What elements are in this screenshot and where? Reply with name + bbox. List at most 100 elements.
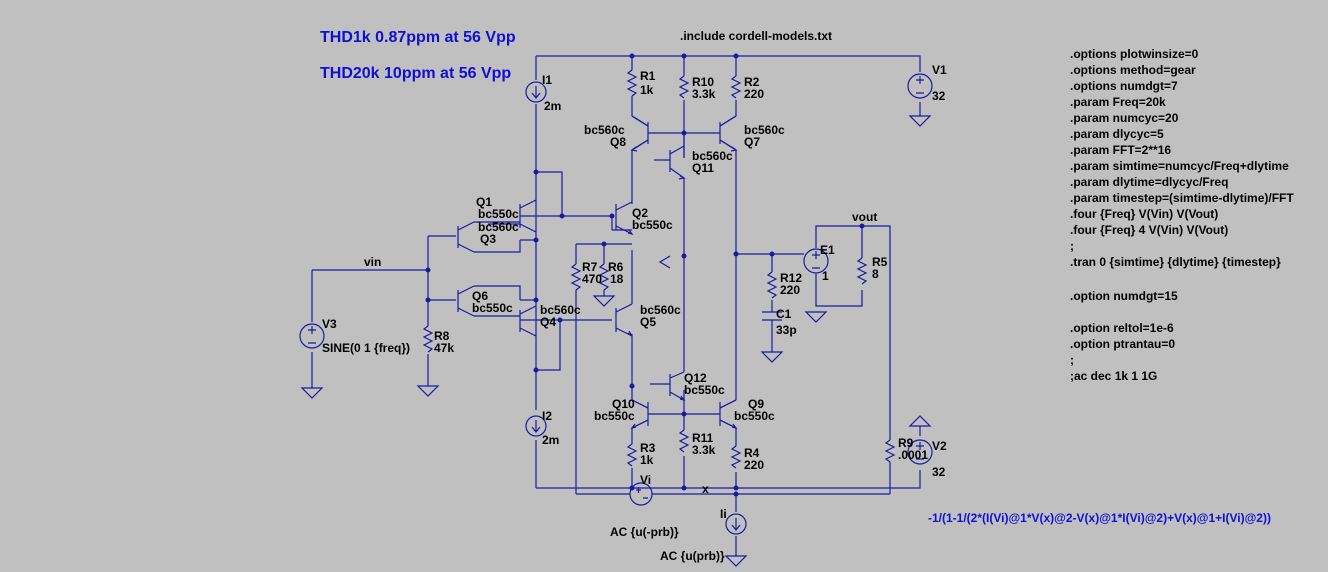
directive-line: .param dlycyc=5 bbox=[1070, 127, 1164, 141]
label-q2-model: bc550c bbox=[632, 218, 673, 232]
label-r7-value: 470 bbox=[582, 272, 602, 286]
transistor-q6 bbox=[457, 285, 521, 317]
label-q5-name: Q5 bbox=[640, 315, 656, 329]
label-i2-value: 2m bbox=[542, 433, 559, 447]
label-q11-model: bc560c bbox=[692, 149, 733, 163]
directive-line: ; bbox=[1070, 353, 1074, 367]
current-source-i2[interactable] bbox=[525, 415, 547, 437]
label-q9-model: bc550c bbox=[734, 409, 775, 423]
transistor-q7 bbox=[719, 115, 738, 152]
label-q10-name: Q10 bbox=[612, 397, 635, 411]
transistor-q2 bbox=[615, 201, 634, 235]
net-label-vout: vout bbox=[852, 210, 877, 224]
resistor-r8 bbox=[422, 325, 434, 353]
label-q11-name: Q11 bbox=[692, 161, 714, 175]
current-source-ii[interactable] bbox=[725, 513, 747, 535]
label-r12-name: R12 bbox=[780, 271, 802, 285]
label-e1-value: 1 bbox=[822, 269, 829, 283]
resistor-r11 bbox=[678, 429, 690, 453]
ground-symbols bbox=[300, 115, 932, 567]
junction-dots bbox=[425, 53, 865, 497]
label-q1-name: Q1 bbox=[476, 195, 492, 209]
label-q7-name: Q7 bbox=[744, 135, 760, 149]
label-r6-value: 18 bbox=[610, 272, 624, 286]
resistor-r5 bbox=[856, 257, 868, 285]
transistor-q9 bbox=[719, 399, 738, 429]
label-q12-model: bc550c bbox=[684, 383, 725, 397]
voltage-source-v1[interactable] bbox=[907, 73, 933, 99]
directive-line: .tran 0 {simtime} {dlytime} {timestep} bbox=[1070, 255, 1281, 269]
resistors[interactable] bbox=[422, 69, 896, 469]
label-q8-model: bc560c bbox=[584, 123, 625, 137]
label-r10-name: R10 bbox=[692, 75, 714, 89]
label-q10-model: bc550c bbox=[594, 409, 635, 423]
directive-line: .option numdgt=15 bbox=[1070, 289, 1178, 303]
transistor-q1 bbox=[519, 199, 537, 233]
loop-gain-expression[interactable]: -1/(1-1/(2*(I(Vi)@1*V(x)@2-V(x)@1*I(Vi)@… bbox=[928, 511, 1271, 525]
current-source-i1[interactable] bbox=[525, 81, 547, 103]
directive-line: ;ac dec 1k 1 1G bbox=[1070, 369, 1157, 383]
directive-line: .param dlytime=dlycyc/Freq bbox=[1070, 175, 1228, 189]
label-r8-name: R8 bbox=[434, 329, 450, 343]
label-v1-name: V1 bbox=[932, 63, 947, 77]
directive-line: .option reltol=1e-6 bbox=[1070, 321, 1174, 335]
directive-line: .options numdgt=7 bbox=[1070, 79, 1178, 93]
label-ii-value: AC {u(prb)} bbox=[660, 549, 725, 563]
label-r7-name: R7 bbox=[582, 260, 598, 274]
label-v3-name: V3 bbox=[322, 317, 337, 331]
label-r5-value: 8 bbox=[872, 267, 879, 281]
label-q6-model: bc550c bbox=[472, 301, 513, 315]
label-r1-name: R1 bbox=[640, 69, 656, 83]
vcvs-e1[interactable] bbox=[803, 248, 829, 274]
directive-line: .options plotwinsize=0 bbox=[1070, 47, 1199, 61]
label-q12-name: Q12 bbox=[684, 371, 707, 385]
label-vi-name: Vi bbox=[640, 473, 651, 487]
voltage-source-v3[interactable] bbox=[299, 323, 325, 349]
label-r4-value: 220 bbox=[744, 458, 764, 472]
label-vi-value: AC {u(-prb)} bbox=[610, 525, 679, 539]
include-directive[interactable]: .include cordell-models.txt bbox=[680, 29, 832, 43]
label-r3-name: R3 bbox=[640, 441, 656, 455]
transistor-q12 bbox=[669, 371, 686, 401]
directive-line: .param FFT=2**16 bbox=[1070, 143, 1171, 157]
label-i2-name: I2 bbox=[542, 409, 552, 423]
label-q3-name: Q3 bbox=[480, 232, 496, 246]
transistor-q5 bbox=[615, 303, 633, 337]
label-r9-name: R9 bbox=[898, 436, 914, 450]
voltage-source-v2[interactable] bbox=[907, 439, 933, 465]
directive-line: .param Freq=20k bbox=[1070, 95, 1166, 109]
resistor-r7 bbox=[570, 263, 582, 291]
transistor-q11 bbox=[669, 145, 686, 180]
label-q2-name: Q2 bbox=[632, 206, 648, 220]
directive-line: .param simtime=numcyc/Freq+dlytime bbox=[1070, 159, 1289, 173]
component-labels: I1 2m I2 2m R1 1k R10 3.3k R2 220 bc560c… bbox=[322, 63, 947, 563]
resistor-r9 bbox=[884, 439, 896, 463]
label-q4-name: Q4 bbox=[540, 315, 556, 329]
label-q9-name: Q9 bbox=[748, 397, 764, 411]
label-r1-value: 1k bbox=[640, 83, 654, 97]
label-e1-name: E1 bbox=[820, 243, 835, 257]
transistors[interactable] bbox=[457, 115, 738, 429]
label-q7-model: bc560c bbox=[744, 123, 785, 137]
transistor-q3 bbox=[457, 221, 521, 253]
thd1k-header: THD1k 0.87ppm at 56 Vpp bbox=[320, 29, 516, 46]
directive-line: .four {Freq} 4 V(Vin) V(Vout) bbox=[1070, 223, 1228, 237]
label-q8-name: Q8 bbox=[610, 135, 626, 149]
capacitor-c1[interactable] bbox=[762, 311, 782, 334]
net-label-vin: vin bbox=[364, 255, 381, 269]
label-r5-name: R5 bbox=[872, 255, 888, 269]
spice-directives[interactable]: .options plotwinsize=0 .options method=g… bbox=[1070, 47, 1294, 383]
label-q4-model: bc560c bbox=[540, 303, 581, 317]
resistor-r10 bbox=[678, 75, 690, 99]
voltage-source-vi[interactable] bbox=[629, 482, 653, 506]
directive-line: .param timestep=(simtime-dlytime)/FFT bbox=[1070, 191, 1294, 205]
label-r4-name: R4 bbox=[744, 446, 760, 460]
label-r2-value: 220 bbox=[744, 87, 764, 101]
label-r9-value: .0001 bbox=[898, 448, 928, 462]
label-r8-value: 47k bbox=[434, 341, 454, 355]
thd20k-header: THD20k 10ppm at 56 Vpp bbox=[320, 65, 511, 82]
label-q1-model: bc550c bbox=[478, 207, 519, 221]
directive-line: .param numcyc=20 bbox=[1070, 111, 1179, 125]
label-r2-name: R2 bbox=[744, 75, 760, 89]
